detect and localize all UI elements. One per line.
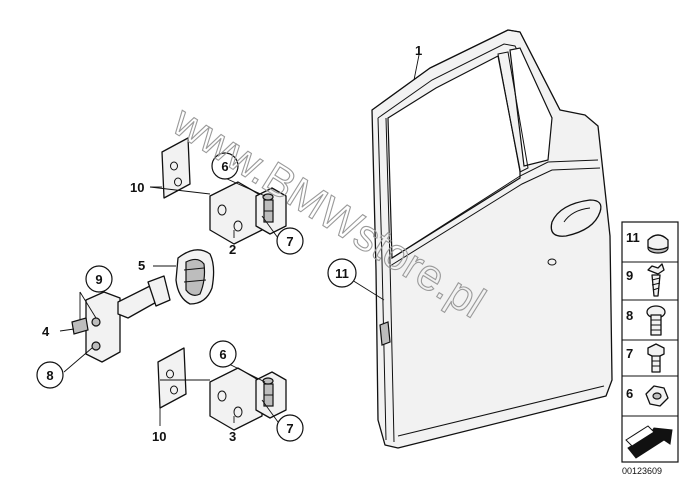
hex-bolt-icon xyxy=(647,343,665,373)
bolt-icon xyxy=(646,305,666,336)
diagram-code: 00123609 xyxy=(622,466,662,476)
plug-icon xyxy=(647,234,669,254)
callout-10-lower: 10 xyxy=(152,429,166,444)
legend-number-8: 8 xyxy=(626,308,633,323)
door-check-link xyxy=(71,275,171,363)
lower-hinge-gasket xyxy=(157,347,187,409)
leader-lines xyxy=(59,54,420,426)
callout-6-upper: 6 xyxy=(211,152,239,180)
callout-11: 11 xyxy=(327,258,357,288)
hardware-legend: 11 9 8 7 6 xyxy=(621,221,679,463)
callout-7-upper: 7 xyxy=(276,227,304,255)
svg-text:8: 8 xyxy=(46,368,53,383)
callout-4: 4 xyxy=(42,324,50,339)
legend-number-6: 6 xyxy=(626,386,633,401)
callout-5: 5 xyxy=(138,258,145,273)
legend-number-11: 11 xyxy=(626,230,640,245)
legend-number-7: 7 xyxy=(626,346,633,361)
callout-1: 1 xyxy=(415,43,422,58)
direction-arrow-icon xyxy=(625,425,673,459)
svg-text:7: 7 xyxy=(286,234,293,249)
door-grommet xyxy=(175,249,215,305)
callout-6-lower: 6 xyxy=(209,340,237,368)
svg-text:7: 7 xyxy=(286,421,293,436)
lower-hinge xyxy=(209,367,287,431)
upper-hinge-gasket xyxy=(161,137,191,199)
screw-icon xyxy=(647,263,665,297)
callout-8: 8 xyxy=(36,361,64,389)
upper-hinge xyxy=(209,181,287,245)
hex-nut-icon xyxy=(645,385,669,407)
svg-text:11: 11 xyxy=(335,266,349,281)
callout-2: 2 xyxy=(229,242,236,257)
legend-number-9: 9 xyxy=(626,268,633,283)
rear-door xyxy=(371,29,613,449)
callout-9: 9 xyxy=(85,265,113,293)
svg-text:6: 6 xyxy=(221,159,228,174)
callout-3: 3 xyxy=(229,429,236,444)
callout-10-upper: 10 xyxy=(130,180,144,195)
svg-text:6: 6 xyxy=(219,347,226,362)
svg-text:9: 9 xyxy=(95,272,102,287)
callout-7-lower: 7 xyxy=(276,414,304,442)
